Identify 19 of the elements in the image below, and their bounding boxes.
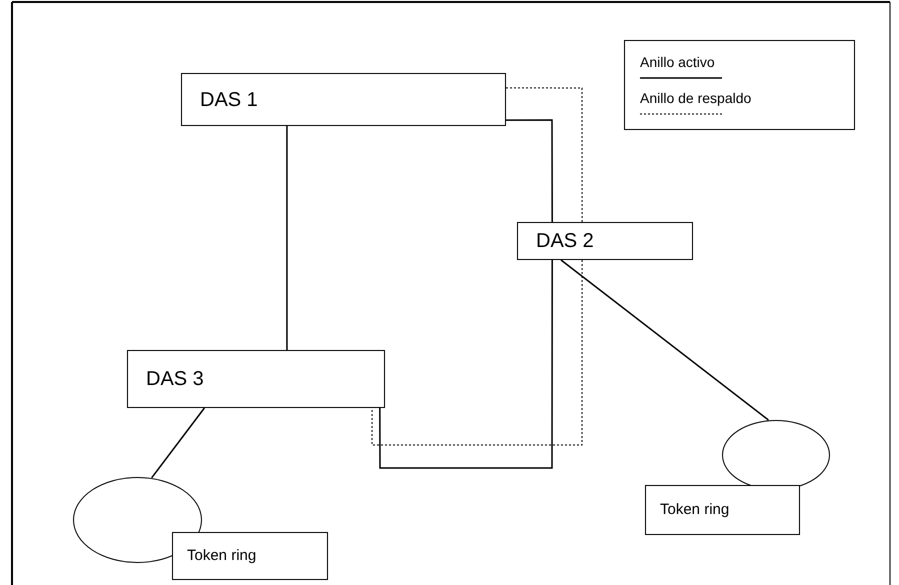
station-label: Token ring bbox=[660, 500, 730, 520]
ring-line bbox=[506, 119, 553, 222]
ring-line bbox=[151, 408, 205, 478]
legend-text: Anillo de respaldo bbox=[640, 89, 752, 107]
station-box bbox=[517, 222, 693, 260]
station-label: DAS 2 bbox=[536, 229, 594, 254]
dotted-ring-line bbox=[372, 260, 583, 446]
station-box bbox=[127, 350, 385, 408]
station-label: Token ring bbox=[187, 546, 256, 566]
ring-line bbox=[379, 260, 553, 469]
ring-line bbox=[560, 259, 769, 421]
station-box bbox=[645, 485, 800, 535]
station-label: DAS 3 bbox=[146, 367, 204, 392]
dotted-ring-line bbox=[506, 87, 583, 222]
legend-text: Anillo activo bbox=[640, 53, 716, 71]
station-box bbox=[172, 532, 328, 580]
station-label: DAS 1 bbox=[200, 88, 258, 112]
ring-line bbox=[286, 126, 288, 350]
station-box bbox=[181, 73, 506, 126]
